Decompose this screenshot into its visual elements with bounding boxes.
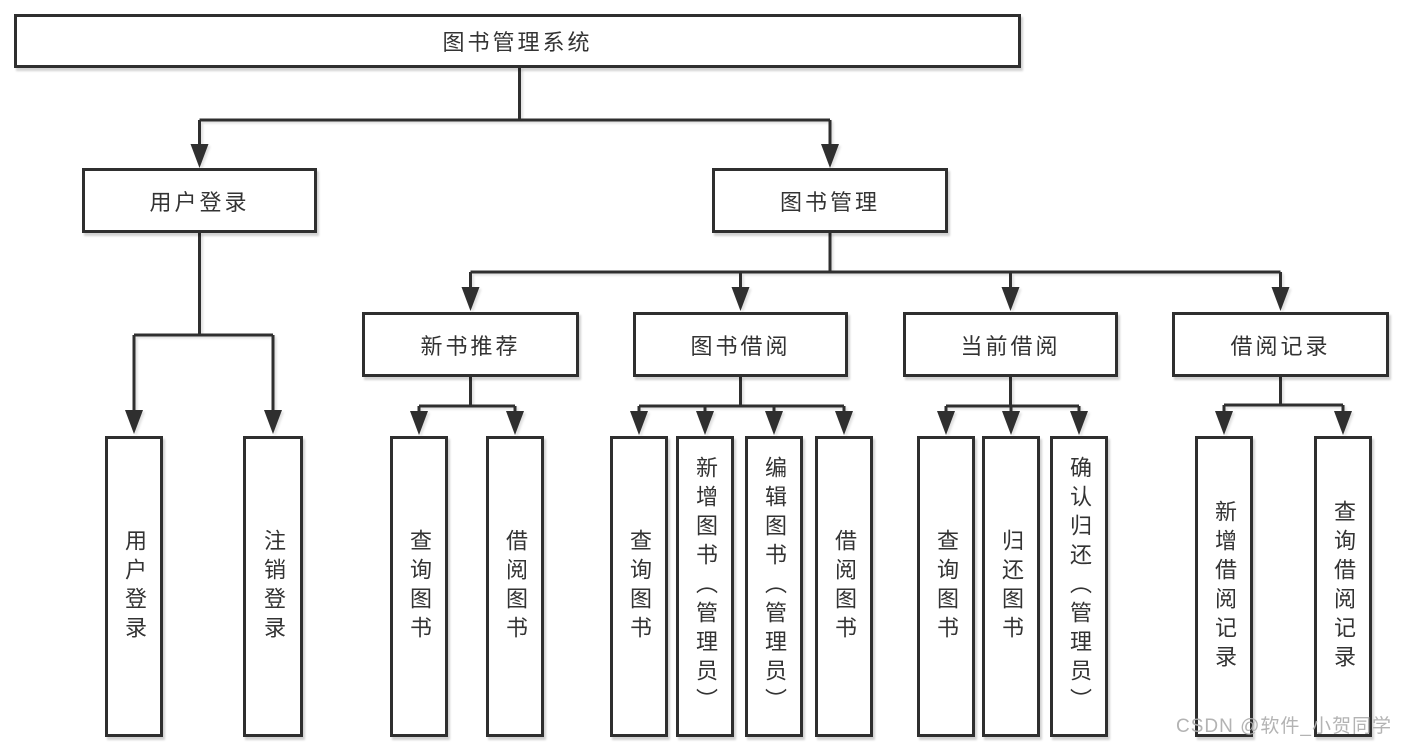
leaf-borrow-books-recommend: 借阅图书 (486, 436, 544, 737)
leaf-query-books-borrow: 查询图书 (610, 436, 668, 737)
node-new-book-recommend: 新书推荐 (362, 312, 579, 377)
node-borrow-records: 借阅记录 (1172, 312, 1389, 377)
node-root-library-system: 图书管理系统 (14, 14, 1021, 68)
node-book-management: 图书管理 (712, 168, 948, 233)
node-book-borrow: 图书借阅 (633, 312, 848, 377)
leaf-add-borrow-record: 新增借阅记录 (1195, 436, 1253, 737)
arrowheads (125, 144, 1352, 435)
leaf-query-books-recommend: 查询图书 (390, 436, 448, 737)
node-user-login: 用户登录 (82, 168, 317, 233)
leaf-confirm-return-admin: 确认归还（管理员） (1050, 436, 1108, 737)
leaf-edit-book-admin: 编辑图书（管理员） (745, 436, 803, 737)
leaf-query-borrow-record: 查询借阅记录 (1314, 436, 1372, 737)
leaf-user-login: 用户登录 (105, 436, 163, 737)
leaf-query-books-current: 查询图书 (917, 436, 975, 737)
node-current-borrow: 当前借阅 (903, 312, 1118, 377)
leaf-return-book: 归还图书 (982, 436, 1040, 737)
leaf-borrow-books-borrow: 借阅图书 (815, 436, 873, 737)
leaf-logout-login: 注销登录 (243, 436, 303, 737)
leaf-add-book-admin: 新增图书（管理员） (676, 436, 734, 737)
csdn-watermark: CSDN @软件_小贺同学 (1176, 716, 1392, 737)
